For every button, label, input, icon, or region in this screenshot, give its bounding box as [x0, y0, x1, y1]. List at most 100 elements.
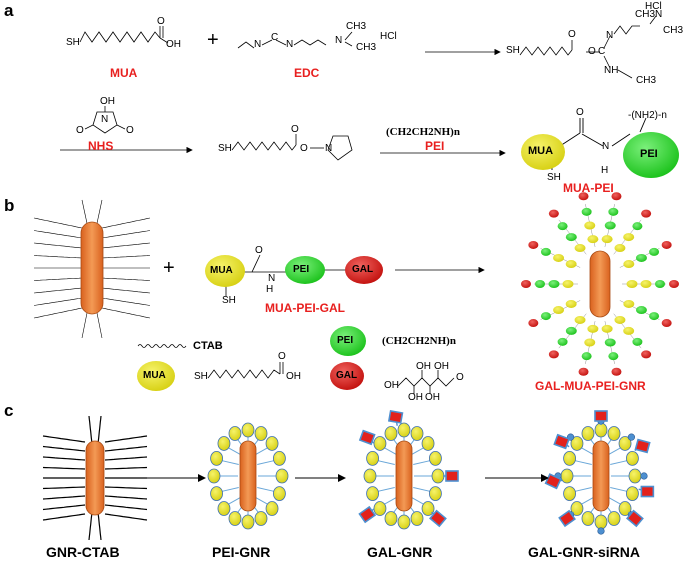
- mua-bead: [207, 468, 221, 484]
- nh2n-text: -(NH2)-n: [628, 110, 667, 121]
- mua-bead: [241, 422, 255, 438]
- mua-sphere-b-label: MUA: [210, 265, 233, 276]
- mua-bead: [563, 486, 576, 502]
- gal-oh1: OH: [384, 380, 399, 391]
- gal-square: [358, 505, 377, 524]
- pei-gnr-particle: [207, 422, 289, 530]
- mua-bead: [570, 436, 584, 451]
- pei-linker: [607, 496, 622, 505]
- pei-linker: [257, 486, 274, 492]
- mua-bead: [431, 468, 445, 484]
- pei-bead: [608, 352, 619, 361]
- gal-square: [445, 470, 459, 482]
- mua-sphere-a: [521, 134, 565, 170]
- ctab-chain: [97, 415, 102, 445]
- int-n2: N: [655, 9, 663, 20]
- gal-oh2: OH: [408, 392, 423, 403]
- mua-sphere-a-label: MUA: [528, 145, 554, 157]
- edc-c: C: [271, 32, 279, 43]
- mua-structure: [79, 26, 169, 44]
- mua-bead: [241, 514, 255, 530]
- panel-label-b: b: [4, 196, 15, 215]
- gal-bead: [669, 280, 679, 288]
- pei-formula-b: (CH2CH2NH)n: [382, 335, 456, 347]
- gold-nanorod: [395, 440, 413, 512]
- mua-bead: [565, 260, 577, 269]
- ctab-chain: [97, 511, 102, 541]
- gal-bead: [641, 350, 652, 359]
- mua-bead: [210, 486, 223, 502]
- edc-ch3-2: CH3: [356, 42, 377, 53]
- mua-bead: [363, 468, 377, 484]
- mua-oh-text: OH: [166, 39, 181, 50]
- mua-bead: [626, 280, 638, 288]
- gal-bead: [528, 240, 539, 249]
- pei-bead: [649, 247, 660, 256]
- pei-linker: [222, 460, 239, 466]
- ctab-chain: [33, 297, 83, 306]
- pei-sphere-a-label: PEI: [640, 148, 658, 160]
- int-ch3-1: CH3: [635, 9, 656, 20]
- gal-square: [387, 410, 404, 424]
- nhs-oh: OH: [100, 96, 115, 107]
- gal-bead: [521, 280, 531, 288]
- sirna-dot: [640, 472, 648, 480]
- mua-bead: [553, 253, 565, 262]
- edc-label: EDC: [294, 66, 320, 80]
- mua-bead: [604, 338, 616, 347]
- mua-bead: [565, 326, 577, 335]
- mua-bead: [618, 501, 632, 516]
- mua-pei-gal-conjugate: [205, 254, 383, 296]
- pei-bead: [557, 222, 568, 231]
- mua-bead: [614, 315, 626, 324]
- ctab-chain: [42, 435, 86, 443]
- amide-n: N: [602, 141, 610, 152]
- conj-o: O: [255, 245, 263, 256]
- pei-linker: [378, 460, 395, 466]
- gal-oh5: OH: [434, 361, 449, 372]
- caption-gnr-ctab: GNR-CTAB: [46, 544, 120, 560]
- pei-linker: [410, 496, 425, 505]
- mua-bead: [640, 280, 652, 288]
- nhs-n: N: [101, 114, 109, 125]
- sirna-dot: [597, 527, 605, 535]
- mua-bead: [275, 468, 289, 484]
- gal-bead: [578, 192, 589, 201]
- caption-gal-gnr: GAL-GNR: [367, 544, 433, 560]
- pei-linker: [610, 460, 627, 466]
- mua-bead: [397, 422, 411, 438]
- mua-bead: [565, 299, 577, 308]
- mua-legend-label: MUA: [143, 370, 166, 381]
- pei-bead: [655, 280, 665, 288]
- mua-bead: [366, 486, 379, 502]
- mua-bead: [623, 299, 635, 308]
- pei-bead: [632, 222, 643, 231]
- ctab-chain: [42, 495, 86, 500]
- mua-bead: [421, 501, 435, 516]
- pei-legend-label: PEI: [337, 335, 354, 346]
- mua-bead: [574, 315, 586, 324]
- mua-bead: [217, 436, 231, 451]
- mua-bead: [384, 511, 398, 526]
- legend-oh: OH: [286, 371, 301, 382]
- mua-bead: [565, 233, 577, 242]
- mua-bead: [210, 450, 223, 466]
- gold-nanorod: [239, 440, 257, 512]
- ctab-chain: [33, 230, 83, 239]
- pei-sphere-a: [623, 132, 679, 178]
- pei-legend-sphere: [330, 326, 366, 356]
- mua-bead: [587, 324, 599, 333]
- pei-label-a: PEI: [425, 139, 445, 153]
- mua-bead: [273, 450, 286, 466]
- int-nh: NH: [604, 65, 619, 76]
- ctab-chain: [88, 511, 93, 541]
- gnr-ctab-particle: [42, 415, 148, 541]
- pei-linker: [410, 447, 425, 456]
- mua-bead: [604, 221, 616, 230]
- gal-square: [634, 438, 651, 454]
- ctab-chain: [42, 445, 86, 452]
- gold-nanorod: [592, 440, 610, 512]
- mua-legend-structure: [207, 362, 284, 379]
- ctab-chain: [104, 504, 148, 511]
